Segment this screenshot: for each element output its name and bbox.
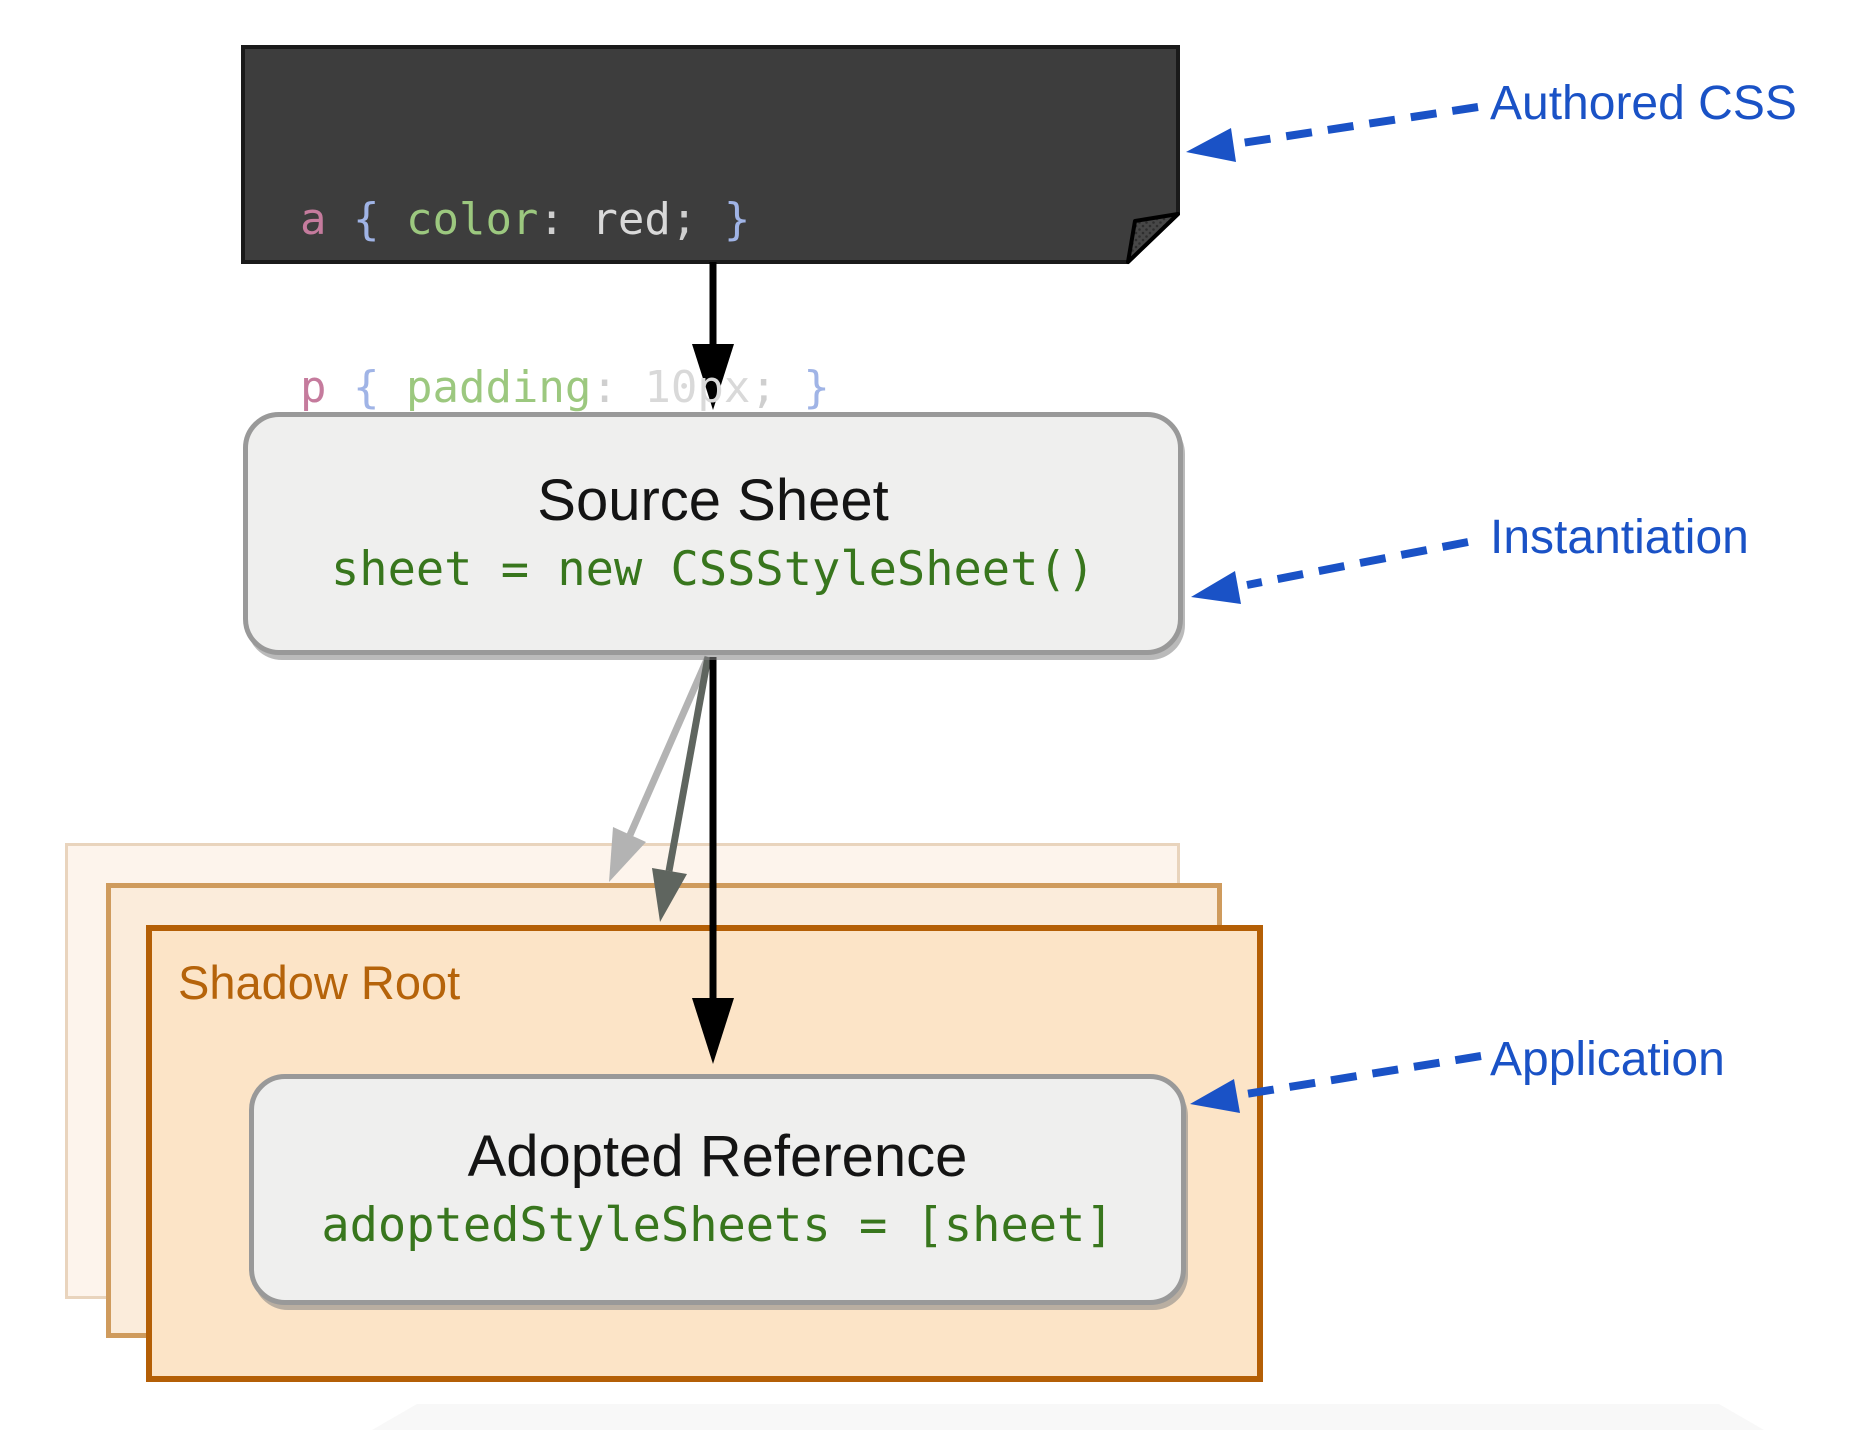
token-semicolon: ;: [670, 194, 724, 245]
shadow-root-label: Shadow Root: [178, 956, 461, 1009]
application-label: Application: [1490, 1033, 1725, 1086]
adopted-reference-title: Adopted Reference: [467, 1124, 968, 1190]
token-property: padding: [405, 362, 592, 413]
adopted-reference-box: Adopted Reference adoptedStyleSheets = […: [249, 1074, 1186, 1305]
source-sheet-title: Source Sheet: [537, 468, 889, 534]
token-semicolon: ;: [750, 362, 804, 413]
arrow-instantiation-annotation: [1191, 538, 1469, 604]
token-selector: a: [300, 194, 353, 245]
token-selector: p: [300, 362, 353, 413]
source-sheet-code: sheet = new CSSStyleSheet(): [330, 542, 1095, 598]
token-value: 10px: [644, 362, 751, 413]
token-colon: :: [591, 362, 645, 413]
instantiation-label: Instantiation: [1490, 511, 1749, 564]
authored-css-code: a { color: red; } p { padding: 10px; }: [300, 80, 830, 528]
token-value: red: [591, 194, 671, 245]
arrow-authored-css-annotation: [1186, 103, 1479, 162]
token-brace-open: {: [352, 362, 406, 413]
token-brace-open: {: [352, 194, 406, 245]
css-rule-line-2: p { padding: 10px; }: [300, 360, 830, 416]
page-fold-corner: [1126, 212, 1180, 264]
css-rule-line-1: a { color: red; }: [300, 192, 830, 248]
adopted-reference-code: adoptedStyleSheets = [sheet]: [321, 1198, 1114, 1254]
token-colon: :: [538, 194, 592, 245]
token-brace-close: }: [723, 194, 751, 245]
token-brace-close: }: [803, 362, 830, 413]
authored-css-label: Authored CSS: [1490, 77, 1797, 130]
token-property: color: [405, 194, 539, 245]
shadow-root-sheet-front: Shadow Root Adopted Reference adoptedSty…: [146, 925, 1263, 1382]
source-sheet-box: Source Sheet sheet = new CSSStyleSheet(): [243, 412, 1183, 655]
bottom-edge-artifact: [372, 1404, 1764, 1430]
